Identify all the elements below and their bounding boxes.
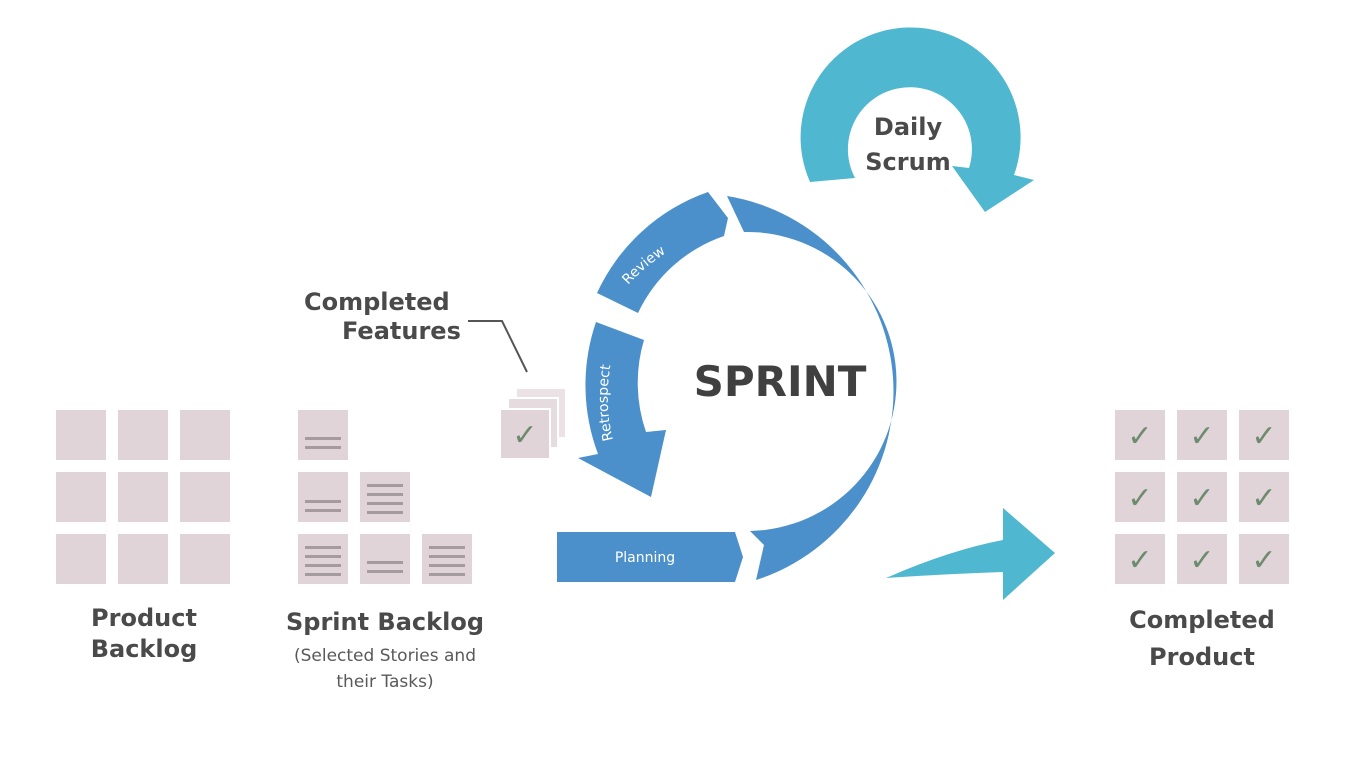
feature-card-icon	[499, 408, 551, 460]
backlog-card-icon	[56, 472, 106, 522]
completed-features-label: Completed Features	[290, 288, 470, 346]
product-backlog-line-2: Backlog	[90, 634, 198, 663]
sprint-title: SPRINT	[694, 357, 867, 406]
daily-scrum-line-2: Scrum	[865, 147, 951, 176]
output-arrow	[886, 508, 1055, 600]
check-icon: ✓	[1251, 543, 1276, 578]
sprint-backlog-note-line-2: their Tasks)	[336, 672, 434, 693]
planning-label: Planning	[615, 550, 675, 566]
retrospect-label: Retrospect	[596, 363, 617, 443]
task-card-icon	[422, 534, 472, 584]
backlog-card-icon	[118, 534, 168, 584]
backlog-card-icon	[56, 410, 106, 460]
sprint-cycle: Implementation Retrospect Review Plannin…	[557, 192, 980, 582]
daily-scrum-line-1: Daily	[873, 113, 943, 141]
sprint-backlog-title: Sprint Backlog	[285, 608, 484, 636]
check-icon: ✓	[1251, 419, 1276, 454]
check-icon: ✓	[1251, 481, 1276, 516]
implementation-label: Implementation	[932, 263, 980, 374]
check-icon: ✓	[1127, 543, 1152, 578]
backlog-card-icon	[180, 534, 230, 584]
sprint-backlog-label: Sprint Backlog	[270, 608, 500, 637]
check-icon: ✓	[1189, 419, 1214, 454]
backlog-card-icon	[118, 472, 168, 522]
planning-bar	[557, 532, 743, 582]
completed-product-line-1: Completed	[1129, 606, 1275, 634]
completed-product-line-2: Product	[1149, 642, 1255, 671]
task-card-icon	[298, 410, 348, 460]
product-backlog-grid	[56, 410, 230, 584]
pointer-line	[468, 320, 528, 373]
backlog-card-icon	[118, 410, 168, 460]
product-backlog-label: Product Backlog	[54, 604, 234, 664]
check-icon: ✓	[1127, 419, 1152, 454]
completed-features-line-2: Features	[342, 316, 461, 345]
task-card-icon	[360, 472, 410, 522]
backlog-card-icon	[56, 534, 106, 584]
completed-product-label: Completed Product	[1102, 606, 1302, 672]
check-icon: ✓	[1189, 481, 1214, 516]
check-icon: ✓	[512, 418, 537, 453]
product-backlog-line-1: Product	[91, 604, 197, 632]
review-arc	[597, 192, 728, 313]
check-icon: ✓	[1189, 543, 1214, 578]
completed-features-stack: ✓	[468, 320, 567, 460]
daily-scrum-loop-arrow	[800, 27, 1034, 212]
completed-features-line-1: Completed	[304, 288, 450, 316]
check-icon: ✓	[1127, 481, 1152, 516]
sprint-backlog-note: (Selected Stories and their Tasks)	[262, 646, 508, 693]
task-card-icon	[298, 472, 348, 522]
sprint-backlog-note-line-1: (Selected Stories and	[293, 646, 476, 666]
task-card-icon	[360, 534, 410, 584]
sprint-backlog-grid	[298, 410, 472, 584]
daily-scrum-label: Daily Scrum	[858, 113, 958, 177]
backlog-card-icon	[180, 472, 230, 522]
backlog-card-icon	[180, 410, 230, 460]
task-card-icon	[298, 534, 348, 584]
retrospect-arrow	[578, 322, 666, 497]
completed-product-grid: ✓ ✓ ✓ ✓ ✓ ✓ ✓ ✓ ✓	[1115, 410, 1289, 584]
